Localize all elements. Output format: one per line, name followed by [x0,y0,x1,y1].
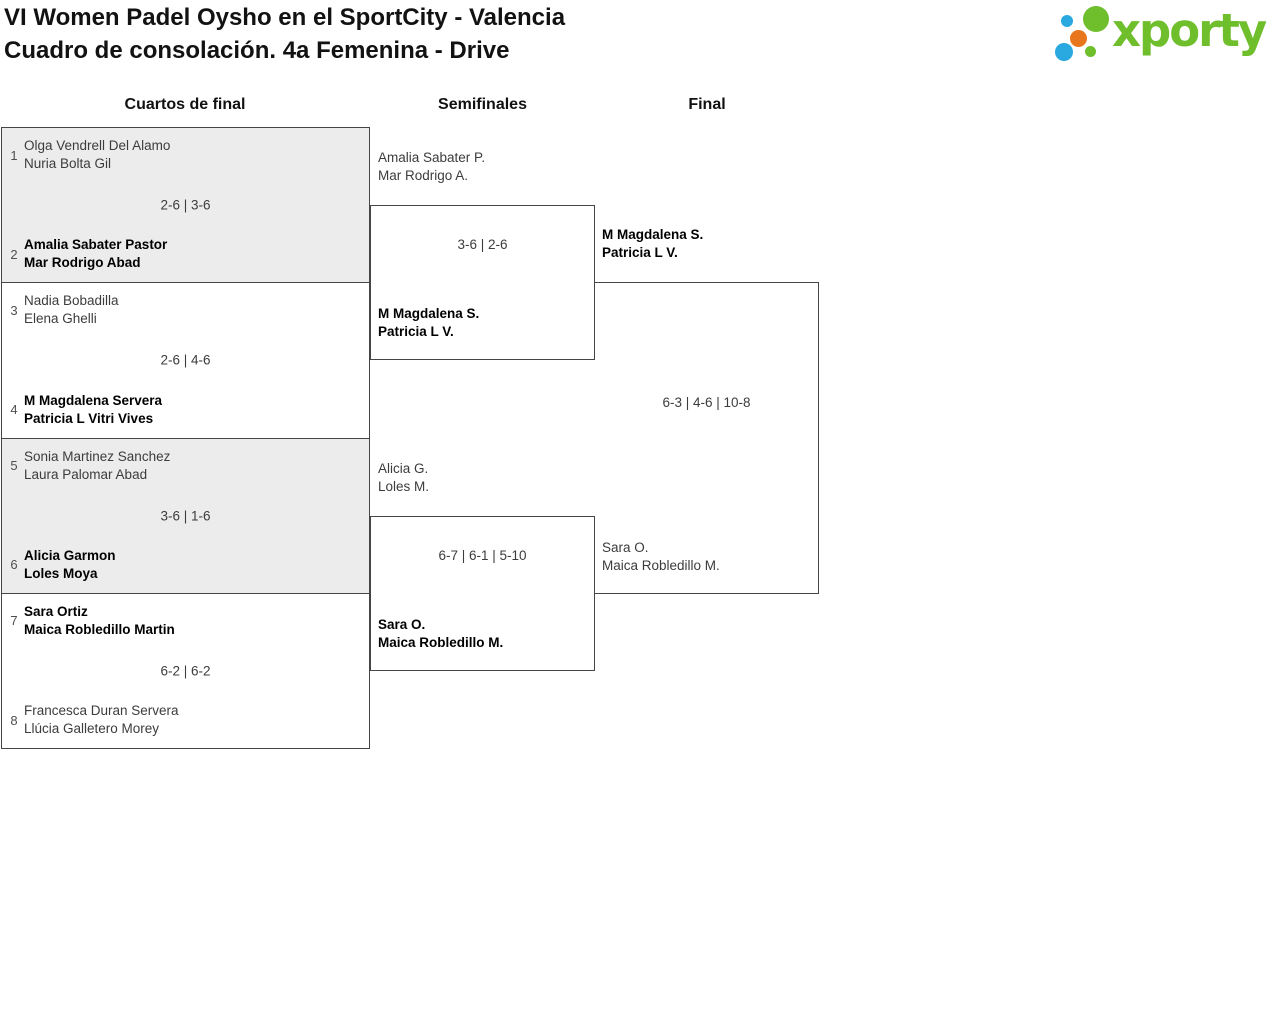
team-names: Sara O. Maica Robledillo M. [378,616,503,652]
team-names: Sonia Martinez Sanchez Laura Palomar Aba… [24,448,170,484]
sf-match-1: Amalia Sabater P. Mar Rodrigo A. 3-6 | 2… [370,150,595,360]
player-name: Nadia Bobadilla [24,293,119,309]
round-header-semifinals: Semifinales [438,96,527,113]
player-name: M Magdalena S. [378,306,480,321]
player-name: Sara O. [378,617,426,632]
round-header-quarterfinals: Cuartos de final [124,96,246,113]
team-names: M Magdalena S. Patricia L V. [602,226,703,262]
match-score: 6-2 | 6-2 [160,663,211,679]
player-name: Nuria Bolta Gil [24,156,112,171]
seed-number: 5 [10,458,18,473]
page-title: VI Women Padel Oysho en el SportCity - V… [4,1,565,67]
team-names: Alicia Garmon Loles Moya [24,547,116,583]
match-score: 3-6 | 2-6 [457,237,508,252]
player-name: M Magdalena Servera [24,392,163,408]
player-name: Alicia Garmon [24,547,116,563]
team-names: Amalia Sabater P. Mar Rodrigo A. [378,149,485,185]
player-name: Laura Palomar Abad [24,466,148,482]
seed-number: 2 [10,246,18,262]
player-name: Loles Moya [24,565,98,581]
logo-dot-orange-icon [1070,30,1087,47]
player-name: Sara O. [602,540,649,555]
draw-subtitle: Cuadro de consolación. 4a Femenina - Dri… [4,37,510,64]
xporty-logo[interactable]: xporty [1050,0,1278,80]
logo-wordmark: xporty [1112,4,1267,57]
quarterfinals-column: 1 Olga Vendrell Del Alamo Nuria Bolta Gi… [1,127,370,749]
logo-dot-green-small-icon [1085,46,1096,57]
player-name: Amalia Sabater P. [378,150,486,165]
team-names: Francesca Duran Servera Llúcia Galletero… [24,702,179,738]
round-header-final: Final [688,96,726,113]
team-names: Amalia Sabater Pastor Mar Rodrigo Abad [24,236,167,272]
player-name: M Magdalena S. [602,227,704,242]
match-score: 6-7 | 6-1 | 5-10 [438,548,527,563]
qf-match-2: 3 Nadia Bobadilla Elena Ghelli 2-6 | 4-6… [2,283,369,439]
seed-number: 4 [10,402,18,417]
team-names: Sara O. Maica Robledillo M. [602,539,720,575]
qf-match-3: 5 Sonia Martinez Sanchez Laura Palomar A… [2,438,369,594]
team-names: M Magdalena Servera Patricia L Vitri Viv… [24,392,162,428]
player-name: Patricia L V. [602,245,678,260]
seed-number: 8 [10,712,18,728]
logo-dot-blue-large-icon [1055,43,1073,61]
logo-dot-green-large-icon [1083,6,1109,32]
seed-number: 3 [10,302,18,318]
team-names: Sara Ortiz Maica Robledillo Martin [24,603,175,639]
team-entry: 2 Amalia Sabater Pastor Mar Rodrigo Abad [4,236,359,272]
sf-match-2: Alicia G. Loles M. 6-7 | 6-1 | 5-10 Sara… [370,461,595,671]
team-entry: 4 M Magdalena Servera Patricia L Vitri V… [4,392,359,428]
player-name: Maica Robledillo Martin [24,621,175,637]
player-name: Mar Rodrigo A. [378,168,469,183]
player-name: Patricia L V. [378,324,454,339]
player-name: Sonia Martinez Sanchez [24,448,171,464]
tournament-title: VI Women Padel Oysho en el SportCity - V… [4,4,566,31]
team-names: Olga Vendrell Del Alamo Nuria Bolta Gil [24,137,170,173]
final-match: M Magdalena S. Patricia L V. 6-3 | 4-6 |… [595,227,819,594]
team-entry: 8 Francesca Duran Servera Llúcia Gallete… [4,702,359,738]
player-name: Alicia G. [378,461,429,476]
match-score: 2-6 | 4-6 [160,352,211,368]
team-entry: 5 Sonia Martinez Sanchez Laura Palomar A… [4,448,359,484]
seed-number: 7 [10,613,18,629]
seed-number: 6 [10,557,18,573]
team-entry: 7 Sara Ortiz Maica Robledillo Martin [4,603,359,639]
player-name: Sara Ortiz [24,603,88,619]
qf-match-1: 1 Olga Vendrell Del Alamo Nuria Bolta Gi… [2,128,369,284]
player-name: Llúcia Galletero Morey [24,721,160,736]
player-name: Olga Vendrell Del Alamo [24,138,171,153]
logo-dot-blue-small-icon [1061,15,1073,27]
match-score: 3-6 | 1-6 [160,508,211,524]
player-name: Amalia Sabater Pastor [24,237,168,253]
team-entry: 3 Nadia Bobadilla Elena Ghelli [4,292,359,328]
player-name: Patricia L Vitri Vives [24,410,154,426]
team-entry: 6 Alicia Garmon Loles Moya [4,547,359,583]
qf-match-4: 7 Sara Ortiz Maica Robledillo Martin 6-2… [2,594,369,748]
player-name: Francesca Duran Servera [24,703,179,718]
team-names: Nadia Bobadilla Elena Ghelli [24,292,119,328]
match-score: 2-6 | 3-6 [160,197,211,213]
team-names: M Magdalena S. Patricia L V. [378,305,479,341]
team-names: Alicia G. Loles M. [378,460,429,496]
player-name: Loles M. [378,479,430,494]
team-entry: 1 Olga Vendrell Del Alamo Nuria Bolta Gi… [4,137,359,173]
player-name: Maica Robledillo M. [602,558,720,573]
player-name: Maica Robledillo M. [378,635,504,650]
match-score: 6-3 | 4-6 | 10-8 [662,395,751,410]
player-name: Mar Rodrigo Abad [24,255,141,271]
player-name: Elena Ghelli [24,311,97,327]
seed-number: 1 [10,147,18,163]
